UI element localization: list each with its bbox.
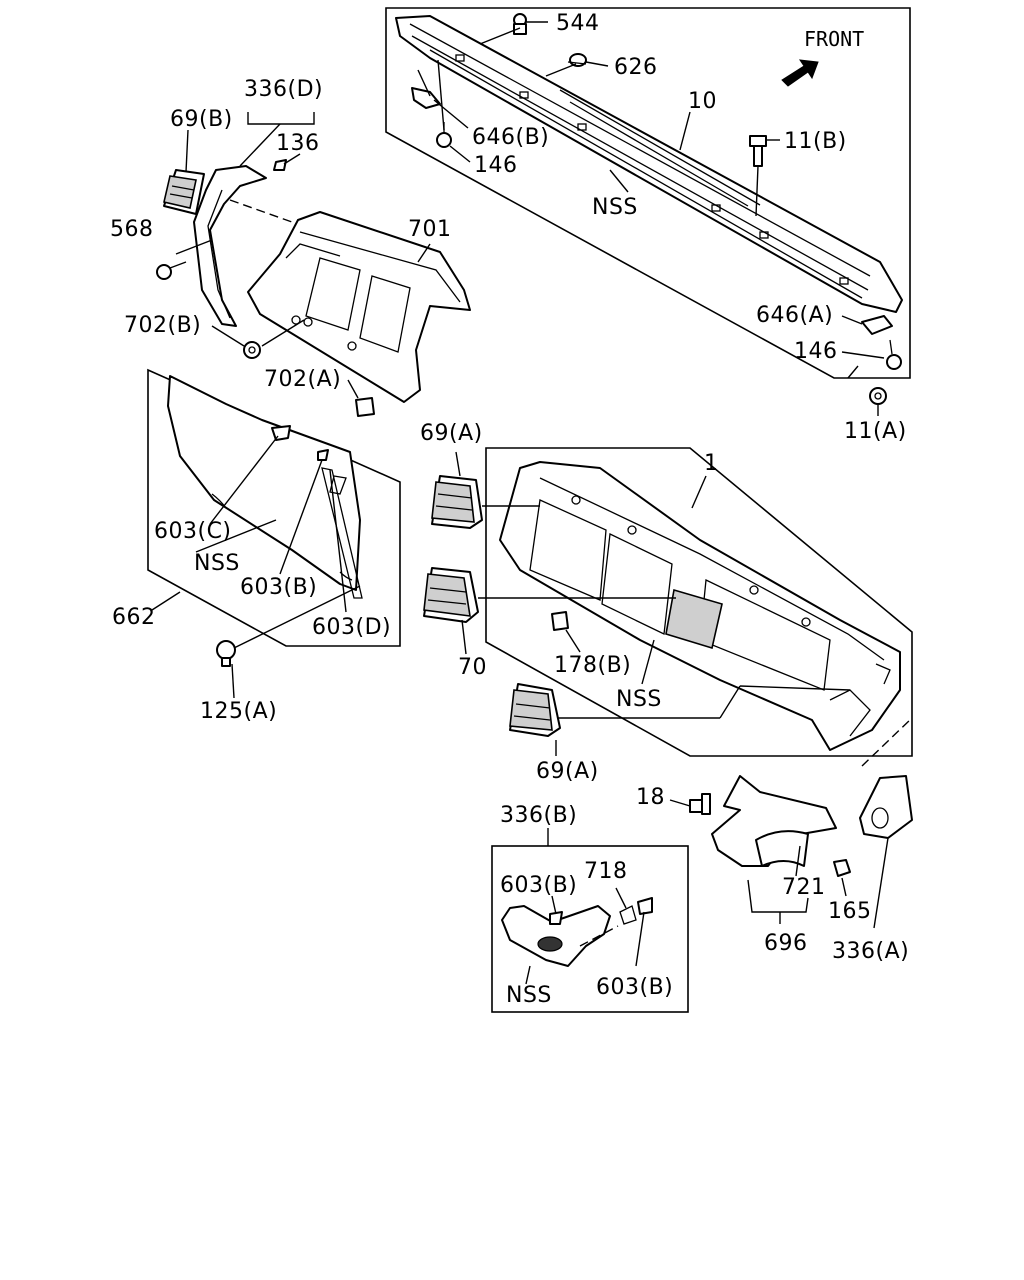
bolt-11b-icon	[749, 135, 767, 167]
label-603d: 603(D)	[312, 615, 391, 640]
label-125a: 125(A)	[200, 699, 277, 724]
label-662: 662	[112, 605, 156, 630]
nut-702b-icon	[243, 341, 261, 359]
label-nss-left: NSS	[194, 551, 240, 576]
label-336a: 336(A)	[832, 939, 909, 964]
label-603b-box1: 603(B)	[500, 873, 577, 898]
front-label: FRONT	[804, 27, 864, 51]
clip-603b-left-icon	[317, 449, 329, 461]
clip-603c-icon	[271, 425, 291, 441]
frame-336b	[491, 845, 689, 1013]
screw-626-icon	[567, 53, 587, 67]
label-69a-top: 69(A)	[420, 421, 483, 446]
front-arrow-icon	[781, 59, 819, 87]
label-11a: 11(A)	[844, 419, 907, 444]
label-nss-mid: NSS	[616, 687, 662, 712]
cover-662	[167, 375, 363, 599]
label-646b: 646(B)	[472, 125, 549, 150]
label-336b: 336(B)	[500, 803, 577, 828]
label-646a: 646(A)	[756, 303, 833, 328]
side-cover-336d	[193, 165, 267, 327]
label-626: 626	[614, 55, 658, 80]
label-701: 701	[408, 217, 452, 242]
defroster-panel	[395, 15, 903, 313]
leaders-upper-left	[175, 112, 431, 399]
label-136: 136	[276, 131, 320, 156]
label-178b: 178(B)	[554, 653, 631, 678]
label-165: 165	[828, 899, 872, 924]
frame-662	[147, 368, 401, 647]
label-702b: 702(B)	[124, 313, 201, 338]
clip-136-icon	[273, 159, 287, 171]
clip-646b-icon	[411, 87, 441, 109]
label-721: 721	[782, 875, 826, 900]
screw-544-icon	[513, 13, 527, 35]
screw-146-right-icon	[886, 339, 902, 370]
label-11b: 11(B)	[784, 129, 847, 154]
label-146-top: 146	[474, 153, 518, 178]
label-69a-bottom: 69(A)	[536, 759, 599, 784]
clip-603b-box-icon	[549, 897, 653, 925]
screw-568-icon	[156, 261, 187, 280]
frame-main-panel	[485, 447, 913, 757]
leaders-lower-right	[669, 717, 913, 929]
label-696: 696	[764, 931, 808, 956]
label-568: 568	[110, 217, 154, 242]
label-544: 544	[556, 11, 600, 36]
cover-336b	[501, 905, 637, 967]
vent-69a-bottom-icon	[509, 683, 561, 737]
label-18: 18	[636, 785, 665, 810]
label-nss-top: NSS	[592, 195, 638, 220]
vent-69a-top-icon	[431, 475, 483, 529]
label-69b: 69(B)	[170, 107, 233, 132]
leaders-main	[455, 451, 851, 756]
label-nss-box: NSS	[506, 983, 552, 1008]
label-603b-box2: 603(B)	[596, 975, 673, 1000]
label-336d: 336(D)	[244, 77, 323, 102]
label-718: 718	[584, 859, 628, 884]
lower-cover-696	[711, 775, 837, 867]
cover-336a	[859, 775, 913, 839]
label-1: 1	[704, 451, 719, 476]
nut-165-icon	[833, 859, 851, 877]
label-10: 10	[688, 89, 717, 114]
fastener-125a-icon	[216, 640, 236, 667]
screw-146-top-icon	[436, 122, 452, 148]
leaders-top	[417, 21, 885, 416]
label-603c: 603(C)	[154, 519, 232, 544]
bolt-18-icon	[689, 793, 711, 815]
leaders-336b	[525, 828, 645, 985]
label-70: 70	[458, 655, 487, 680]
panel-701	[247, 211, 471, 403]
label-702a: 702(A)	[264, 367, 341, 392]
nut-11a-icon	[869, 387, 887, 405]
frame-top-assembly	[385, 7, 911, 379]
label-146-right: 146	[794, 339, 838, 364]
label-603b-left: 603(B)	[240, 575, 317, 600]
leaders-662	[151, 435, 361, 699]
clip-702a-icon	[355, 397, 375, 417]
vent-69b-icon	[163, 169, 205, 215]
clip-646a-icon	[861, 315, 893, 335]
vent-70-icon	[423, 567, 479, 623]
main-panel-1	[499, 461, 901, 751]
clip-178b-icon	[551, 611, 569, 631]
